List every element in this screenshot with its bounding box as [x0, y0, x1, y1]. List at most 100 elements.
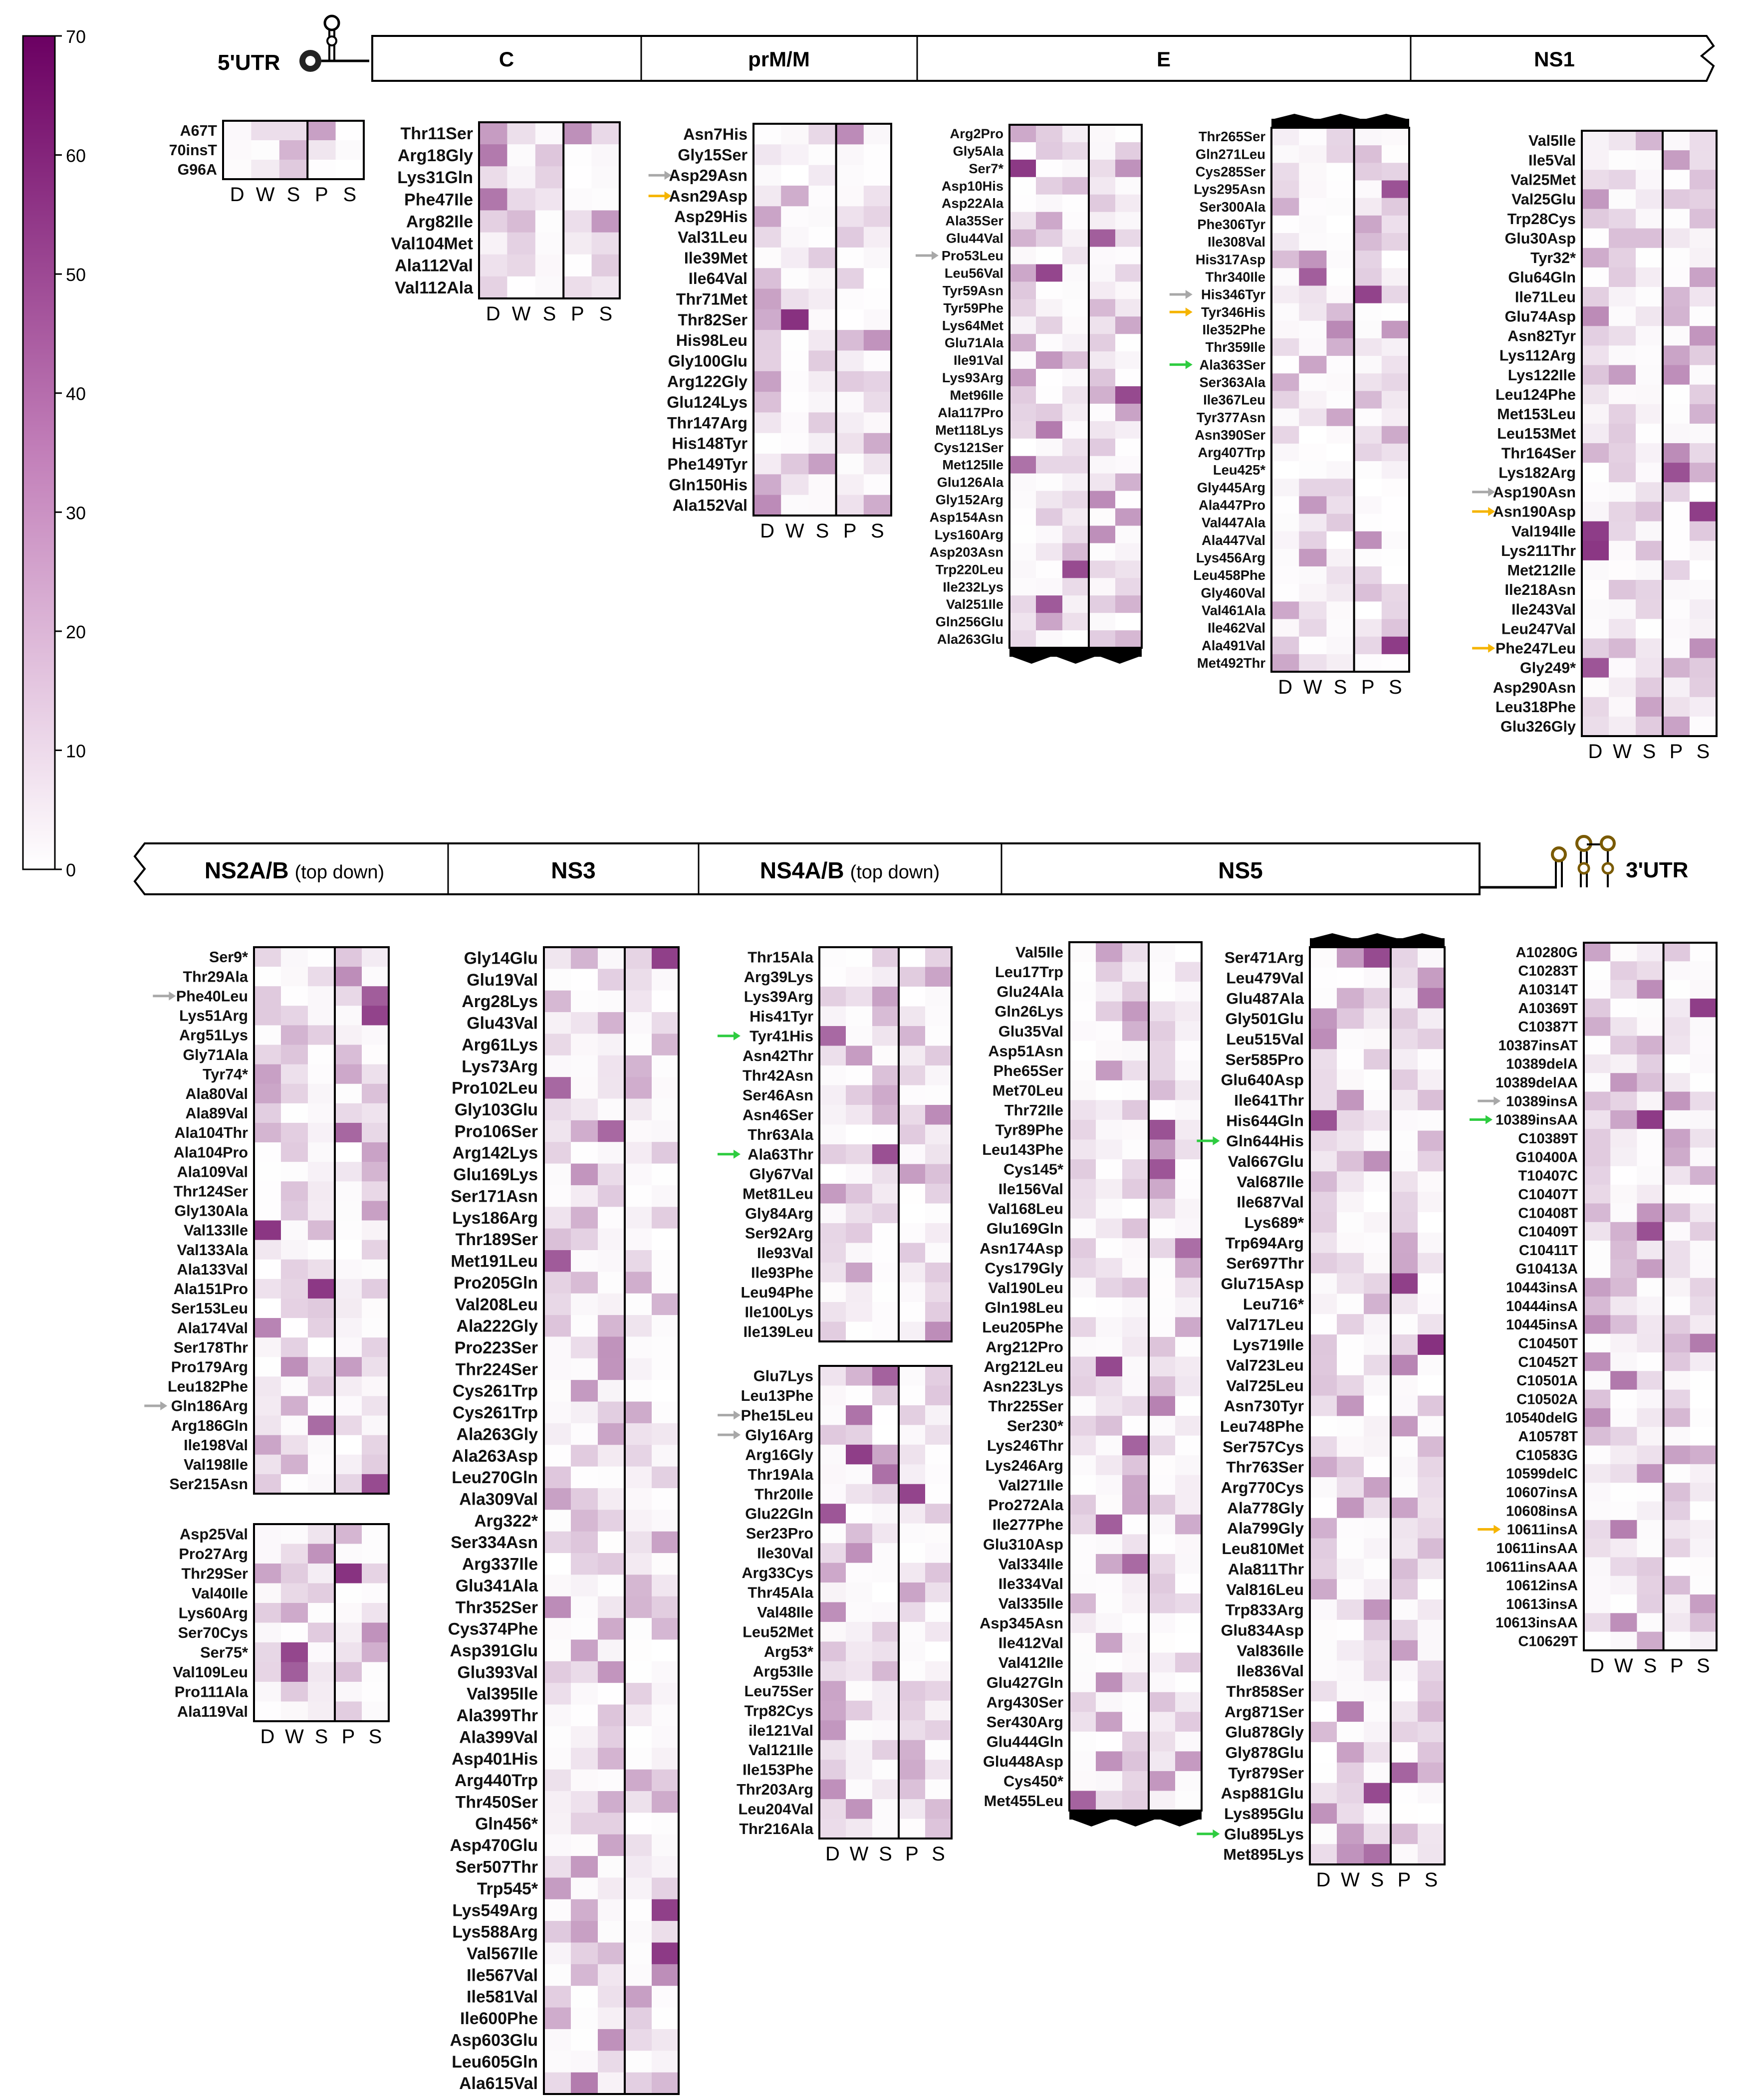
heatmap-cell [1062, 630, 1089, 648]
heatmap-cell [1610, 998, 1637, 1018]
heatmap-cell [1062, 473, 1089, 492]
row-label: Val335Ile [998, 1595, 1063, 1612]
segment-ns4ab: NS4A/B(top down) [760, 857, 940, 883]
heatmap-cell [1310, 1640, 1337, 1661]
heatmap-cell [281, 1603, 308, 1623]
heatmap-frame [1583, 942, 1718, 1651]
heatmap-cell [925, 1366, 952, 1386]
row-label: Asn190Asp [1493, 504, 1576, 521]
row-label: Ala119Val [177, 1703, 248, 1720]
heatmap-cell [544, 1380, 571, 1402]
heatmap-cell [1069, 1060, 1096, 1081]
heatmap-cell [652, 1380, 679, 1402]
heatmap-cell [1609, 579, 1636, 600]
heatmap-cell [1299, 198, 1327, 216]
heatmap-cell [544, 1704, 571, 1727]
heatmap-cell [863, 268, 892, 289]
heatmap-cell [1584, 1203, 1611, 1223]
heatmap-cell [1122, 1199, 1149, 1219]
row-label: Thr45Ala [747, 1584, 814, 1601]
heatmap-cell [1299, 320, 1327, 339]
heatmap-cell [544, 1856, 571, 1878]
continuation-arrow [1056, 657, 1095, 664]
row-label: Tyr377Asn [1197, 410, 1265, 425]
heatmap-cell [1062, 177, 1089, 195]
heatmap-cell [1337, 1457, 1364, 1478]
heatmap-cell [872, 1184, 899, 1204]
heatmap-cell [544, 1250, 571, 1272]
heatmap-cell [819, 1740, 846, 1760]
row-label: Ala447Val [1202, 532, 1265, 548]
heatmap-cell [1636, 502, 1663, 522]
row-label: Glu71Ala [945, 335, 1004, 350]
heatmap-cell [1299, 619, 1327, 637]
heatmap-cell [1326, 320, 1355, 339]
heatmap-cell [1096, 1218, 1123, 1239]
heatmap-cell [1175, 1218, 1202, 1239]
heatmap-cell [863, 454, 892, 475]
heatmap-cell [1122, 1593, 1149, 1614]
heatmap-cell [925, 1124, 952, 1145]
continuation-arrow [1403, 933, 1442, 938]
heatmap-cell [1582, 638, 1609, 658]
column-label: P [632, 2099, 645, 2100]
heatmap-cell [1069, 1495, 1096, 1515]
heatmap-frame [752, 123, 892, 517]
heatmap-cell [1582, 384, 1609, 405]
heatmap-cell [1115, 351, 1142, 369]
heatmap-cell [872, 1740, 899, 1760]
heatmap-cell [1096, 1731, 1123, 1752]
heatmap-cell [571, 1401, 598, 1424]
heatmap-cell [479, 166, 507, 189]
heatmap-cell [1690, 404, 1717, 424]
heatmap-cell [1584, 1408, 1611, 1427]
heatmap-cell [1610, 1483, 1637, 1502]
heatmap-cell [1271, 479, 1299, 497]
heatmap-cell [819, 1563, 846, 1583]
heatmap-cell [1381, 233, 1410, 251]
heatmap-cell [781, 288, 809, 310]
column-label: W [256, 184, 275, 206]
heatmap-cell [1149, 1139, 1176, 1160]
heatmap-cell [254, 1064, 281, 1084]
row-label: Arg212Pro [986, 1338, 1063, 1355]
heatmap-cell [279, 160, 308, 180]
heatmap-cell [281, 1201, 308, 1221]
heatmap-cell [1663, 1575, 1691, 1595]
heatmap-cell [254, 1544, 281, 1564]
heatmap-cell [846, 1582, 873, 1602]
heatmap-cell [1089, 316, 1116, 334]
heatmap-cell [1690, 1185, 1717, 1204]
heatmap-cell [544, 1228, 571, 1251]
heatmap-cell [254, 1181, 281, 1201]
heatmap-cell [1337, 1314, 1364, 1335]
heatmap-cell [308, 1083, 335, 1104]
column-label: P [571, 303, 584, 325]
heatmap-cell [1584, 1389, 1611, 1409]
heatmap-cell [571, 1272, 598, 1294]
heatmap-cell [598, 1185, 625, 1207]
row-label: Leu425* [1213, 462, 1265, 478]
heatmap-cell [1122, 1712, 1149, 1732]
heatmap-cell [598, 1596, 625, 1618]
heatmap-cell [1609, 384, 1636, 405]
heatmap-cell [1089, 613, 1116, 631]
heatmap-cell [1175, 1712, 1202, 1732]
heatmap-cell [1122, 1475, 1149, 1495]
heatmap-cell [753, 227, 781, 248]
heatmap-cell [1337, 1722, 1364, 1743]
heatmap-cell [1637, 1129, 1664, 1148]
heatmap-cell [1096, 1159, 1123, 1180]
heatmap-cell [1690, 1594, 1717, 1613]
heatmap-cell [1149, 1672, 1176, 1693]
heatmap-cell [1609, 287, 1636, 307]
row-label: Ile93Phe [751, 1264, 813, 1282]
heatmap-cell [1326, 215, 1355, 234]
heatmap-cell [1149, 1336, 1176, 1357]
heatmap-cell [819, 1065, 846, 1085]
heatmap-cell [544, 2029, 571, 2051]
heatmap-cell [281, 1454, 308, 1475]
heatmap-cell [1175, 1613, 1202, 1633]
heatmap-cell [1149, 1218, 1176, 1239]
